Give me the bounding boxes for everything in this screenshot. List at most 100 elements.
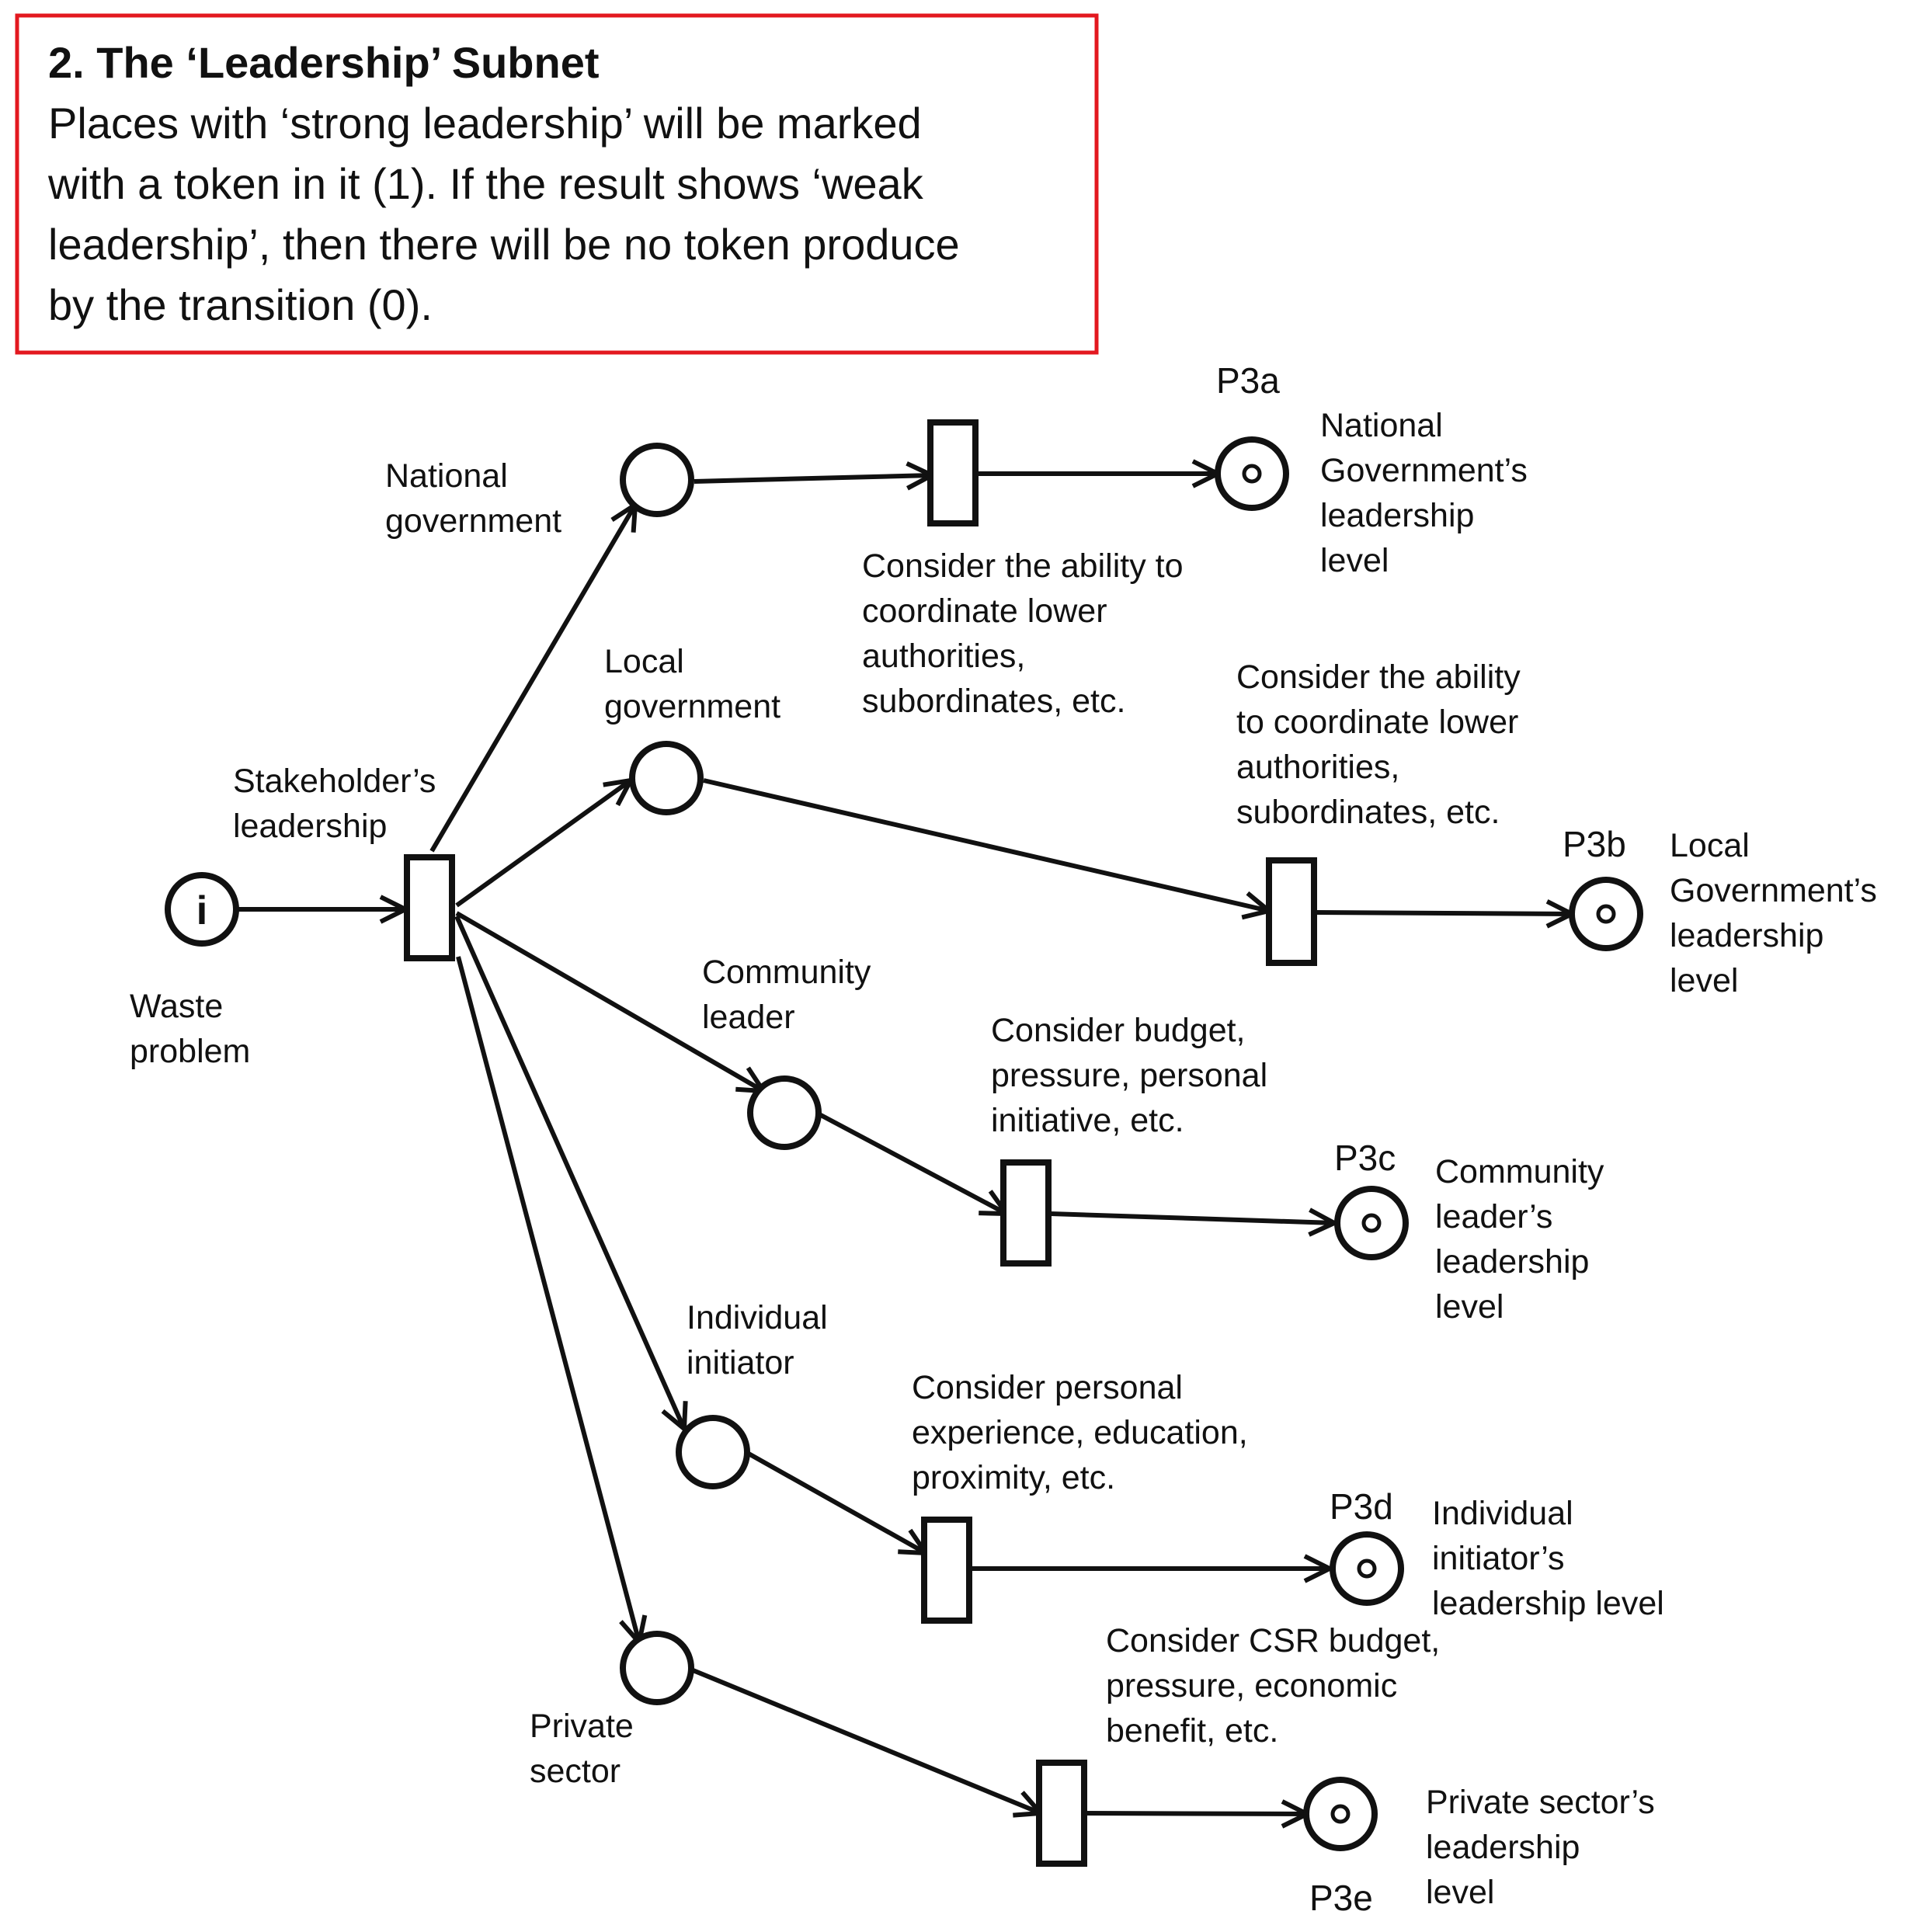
community-label-line-2: leader: [702, 999, 795, 1036]
waste-problem-place: [165, 872, 239, 947]
p3e-id: P3e: [1309, 1878, 1373, 1918]
local-government-place: [629, 741, 704, 815]
title-box-line-3: leadership’, then there will be no token…: [48, 220, 960, 269]
edges: [238, 474, 1572, 1814]
p3e-label-line-1: Private sector’s: [1426, 1784, 1655, 1821]
p3b-label-line-2: Government’s: [1670, 872, 1877, 909]
national-consider-line-3: authorities,: [862, 638, 1025, 675]
p3a-label-line-3: leadership: [1320, 497, 1474, 534]
edge-individual-to-transition: [747, 1451, 926, 1553]
local-transition: [1266, 857, 1317, 966]
individual-label-line-2: initiator: [687, 1344, 794, 1381]
local-consider-line-3: authorities,: [1236, 749, 1399, 786]
title-box: 2. The ‘Leadership’ Subnet Places with ‘…: [15, 13, 1099, 355]
p3d-id: P3d: [1330, 1486, 1393, 1527]
p3d-label-line-3: leadership level: [1432, 1585, 1664, 1622]
split-label-line-2: leadership: [233, 808, 387, 845]
edge-community-to-transition: [818, 1112, 1006, 1214]
p3d-token: [1357, 1558, 1377, 1579]
title-box-border: [15, 13, 1099, 355]
p3e-label-line-3: level: [1426, 1874, 1494, 1911]
edge-split-to-individual: [454, 915, 684, 1429]
individual-initiator-place: [676, 1415, 750, 1489]
private-consider-line-1: Consider CSR budget,: [1106, 1622, 1440, 1659]
individual-transition: [921, 1517, 972, 1624]
edge-split-to-national: [429, 505, 635, 853]
local-consider-line-2: to coordinate lower: [1236, 704, 1518, 741]
p3a-id: P3a: [1216, 360, 1280, 401]
title-box-line-1: Places with ‘strong leadership’ will be …: [48, 99, 922, 148]
p3c-label-line-3: leadership: [1435, 1243, 1589, 1280]
branch-individual: Individual initiator Consider personal e…: [676, 1299, 1664, 1624]
p3c-label-line-1: Community: [1435, 1153, 1604, 1190]
national-transition: [927, 419, 979, 526]
national-government-place: [620, 443, 694, 517]
p3a-token: [1242, 464, 1262, 484]
p3b-label-line-3: leadership: [1670, 917, 1823, 954]
edge-community-transition-to-p3c: [1050, 1214, 1334, 1223]
p3c-id: P3c: [1334, 1138, 1396, 1178]
branch-local: Local government Consider the ability to…: [604, 643, 1877, 999]
title-box-line-2: with a token in it (1). If the result sh…: [47, 159, 924, 208]
edge-private-transition-to-p3e: [1083, 1813, 1307, 1814]
edge-split-to-private: [456, 956, 639, 1642]
edge-local-transition-to-p3b: [1315, 912, 1572, 914]
community-label-line-1: Community: [702, 954, 871, 991]
start-place: i Waste problem: [130, 872, 250, 1070]
p3b-label-line-4: level: [1670, 962, 1738, 999]
private-label-line-1: Private: [530, 1708, 634, 1745]
local-consider-line-1: Consider the ability: [1236, 658, 1521, 696]
start-label-line-1: Waste: [130, 988, 223, 1025]
individual-consider-line-2: experience, education,: [912, 1414, 1248, 1451]
p3d-label-line-1: Individual: [1432, 1495, 1573, 1532]
individual-label-line-1: Individual: [687, 1299, 828, 1336]
community-consider-line-3: initiative, etc.: [991, 1102, 1184, 1139]
private-consider-line-2: pressure, economic: [1106, 1667, 1397, 1704]
local-label-line-1: Local: [604, 643, 684, 680]
p3a-label-line-4: level: [1320, 542, 1389, 579]
p3d-label-line-2: initiator’s: [1432, 1540, 1565, 1577]
national-consider-line-1: Consider the ability to: [862, 547, 1184, 585]
edge-split-to-community: [455, 911, 763, 1091]
private-transition: [1036, 1760, 1087, 1867]
p3c-token: [1361, 1213, 1382, 1233]
title-box-line-4: by the transition (0).: [48, 280, 433, 329]
edge-national-to-transition: [694, 475, 932, 481]
edge-local-to-transition: [703, 778, 1269, 911]
branch-community: Community leader Consider budget, pressu…: [702, 954, 1604, 1326]
p3e-token: [1330, 1804, 1351, 1824]
community-transition: [1000, 1159, 1052, 1267]
stakeholder-leadership-transition: [404, 854, 455, 961]
national-label-line-2: government: [385, 502, 561, 540]
private-sector-place: [620, 1631, 694, 1705]
national-consider-line-2: coordinate lower: [862, 592, 1107, 630]
national-consider-line-4: subordinates, etc.: [862, 683, 1125, 720]
p3b-label-line-1: Local: [1670, 827, 1750, 864]
individual-consider-line-3: proximity, etc.: [912, 1459, 1115, 1496]
p3b-id: P3b: [1563, 824, 1626, 864]
p3c-label-line-2: leader’s: [1435, 1198, 1552, 1235]
private-consider-line-3: benefit, etc.: [1106, 1712, 1278, 1750]
private-label-line-2: sector: [530, 1753, 621, 1790]
p3c-label-line-4: level: [1435, 1288, 1504, 1326]
p3b-token: [1596, 904, 1616, 924]
split-transition: Stakeholder’s leadership: [233, 763, 455, 961]
p3e-label-line-2: leadership: [1426, 1829, 1580, 1866]
p3a-label-line-1: National: [1320, 407, 1443, 444]
branch-national: National government Consider the ability…: [385, 360, 1528, 720]
national-label-line-1: National: [385, 457, 508, 495]
p3a-label-line-2: Government’s: [1320, 452, 1528, 489]
title-box-title: 2. The ‘Leadership’ Subnet: [48, 38, 600, 87]
start-symbol: i: [196, 888, 207, 933]
start-label-line-2: problem: [130, 1033, 250, 1070]
edge-split-to-local: [455, 780, 631, 908]
community-leader-place: [747, 1075, 822, 1150]
edge-private-to-transition: [690, 1667, 1041, 1813]
split-label-line-1: Stakeholder’s: [233, 763, 436, 800]
local-label-line-2: government: [604, 688, 780, 725]
local-consider-line-4: subordinates, etc.: [1236, 794, 1500, 831]
community-consider-line-1: Consider budget,: [991, 1012, 1246, 1049]
community-consider-line-2: pressure, personal: [991, 1057, 1267, 1094]
individual-consider-line-1: Consider personal: [912, 1369, 1183, 1406]
